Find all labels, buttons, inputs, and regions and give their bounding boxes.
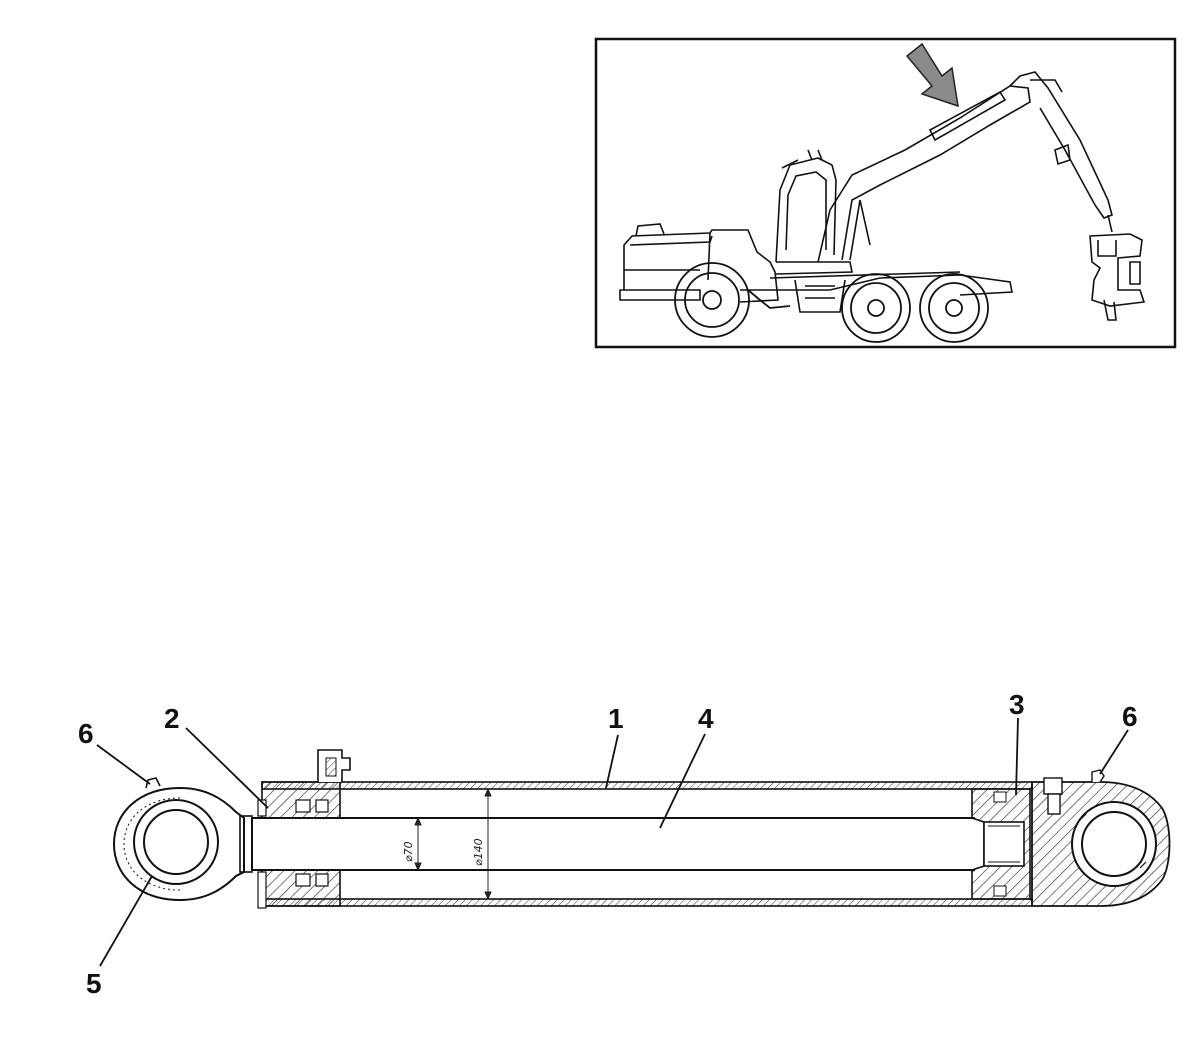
inset-frame — [594, 37, 1177, 349]
piston — [971, 788, 1031, 900]
cylinder-head — [257, 749, 351, 909]
leader-lines — [96, 717, 1129, 967]
piston-rod — [251, 817, 975, 871]
dimension-lines — [414, 787, 492, 901]
hydraulic-cylinder: ⌀70 ⌀140 6 2 1 4 3 6 5 — [78, 689, 1171, 999]
harvester-machine — [619, 71, 1146, 321]
callout-6-left: 6 — [78, 718, 94, 749]
rod-diameter-label: ⌀70 — [402, 841, 415, 862]
callout-3: 3 — [1009, 689, 1025, 720]
callout-6-right: 6 — [1122, 701, 1138, 732]
machine-wheels — [674, 262, 989, 343]
cylinder-barrel — [261, 781, 1033, 907]
callout-5: 5 — [86, 968, 102, 999]
callout-2: 2 — [164, 703, 180, 734]
callout-4: 4 — [698, 703, 714, 734]
callout-1: 1 — [608, 703, 624, 734]
rod-eye — [112, 777, 253, 902]
end-cap — [1031, 769, 1171, 907]
bore-diameter-label: ⌀140 — [472, 838, 485, 866]
machine-inset — [594, 37, 1177, 349]
arrow-down-right-icon — [905, 42, 959, 108]
